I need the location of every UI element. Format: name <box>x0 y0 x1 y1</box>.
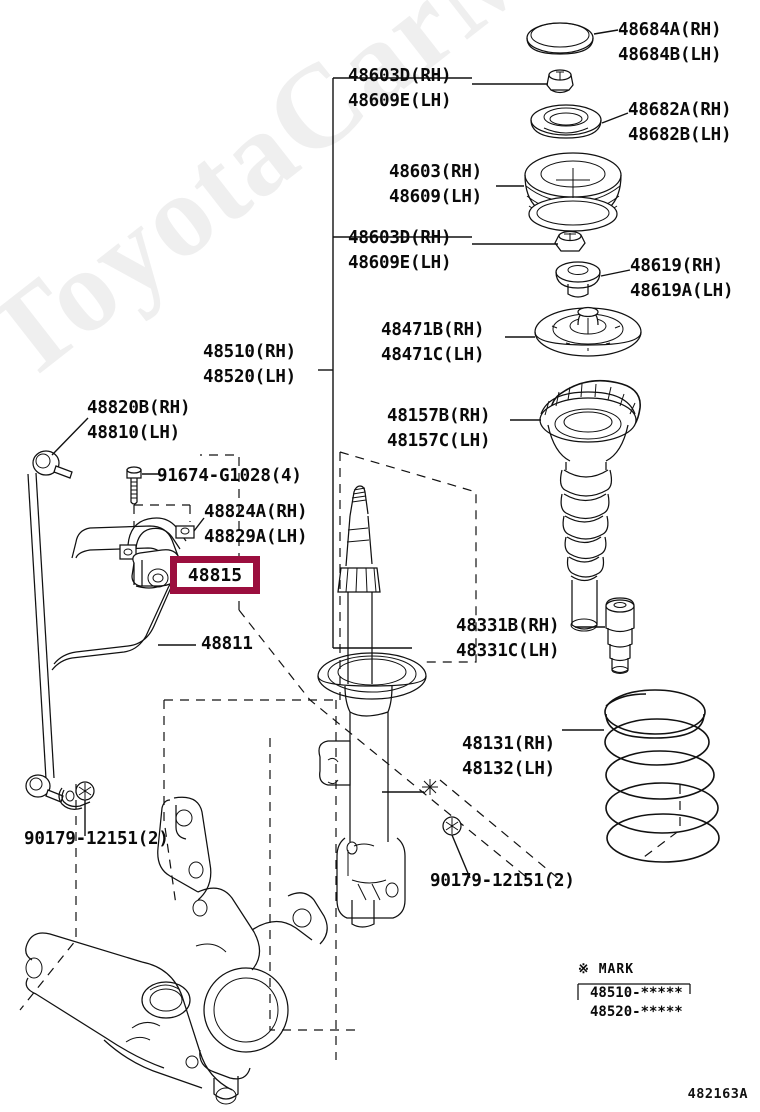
mark-legend-bracket <box>577 983 691 1000</box>
part-48603-upper-support <box>496 152 622 232</box>
part-90179-nut-left <box>75 781 95 836</box>
mark-legend-row: 48520-***** <box>590 1004 683 1020</box>
label-48682: 48682A(RH) 48682B(LH) <box>628 100 732 145</box>
part-48510-strut-assembly <box>317 485 438 928</box>
mark-legend-body: 48510-***** 48520-***** <box>578 980 683 1022</box>
part-steering-knuckle <box>25 796 328 1105</box>
label-48603d-top: 48603D(RH) 48609E(LH) <box>348 66 452 111</box>
label-48820: 48820B(RH) 48810(LH) <box>87 398 191 443</box>
label-48471: 48471B(RH) 48471C(LH) <box>381 320 485 365</box>
highlight-label: 48815 <box>187 564 243 586</box>
label-48824: 48824A(RH) 48829A(LH) <box>204 502 308 547</box>
label-48603: 48603(RH) 48609(LH) <box>389 162 483 207</box>
part-48619-bushing <box>555 261 631 298</box>
part-48820-stabilizer-link <box>25 417 89 803</box>
label-48331: 48331B(RH) 48331C(LH) <box>456 616 560 661</box>
label-48811: 48811 <box>201 634 253 654</box>
label-48619: 48619(RH) 48619A(LH) <box>630 256 734 301</box>
part-48603d-bottom-nut <box>472 230 586 252</box>
label-91674: 91674-G1028(4) <box>157 466 302 486</box>
mark-legend-row: 48510-***** <box>590 985 683 1001</box>
label-48603d-bottom: 48603D(RH) 48609E(LH) <box>348 228 452 273</box>
highlighted-part-48815[interactable]: 48815 <box>170 556 260 594</box>
label-48510: 48510(RH) 48520(LH) <box>203 342 297 387</box>
part-48331-bump-stop <box>575 597 635 674</box>
label-48157: 48157B(RH) 48157C(LH) <box>387 406 491 451</box>
label-48131: 48131(RH) 48132(LH) <box>462 734 556 779</box>
part-48684-cap <box>526 22 619 55</box>
part-48682-support <box>530 104 629 139</box>
label-48684: 48684A(RH) 48684B(LH) <box>618 20 722 65</box>
part-91674-bolt <box>126 466 160 505</box>
diagram-reference-number: 482163A <box>687 1086 748 1102</box>
label-90179-right: 90179-12151(2) <box>430 871 575 891</box>
part-48824-bushing-bracket <box>119 504 205 560</box>
part-48471-bearing <box>505 306 642 357</box>
part-48815-bushing <box>131 549 196 589</box>
label-90179-left: 90179-12151(2) <box>24 829 169 849</box>
part-48603d-top-nut <box>472 69 574 94</box>
part-90179-nut-right <box>442 816 471 879</box>
dashed-group-strut <box>339 451 477 663</box>
mark-legend: ※ MARK 48510-***** 48520-***** <box>578 962 683 1022</box>
part-48131-coil-spring <box>562 689 720 863</box>
mark-legend-title: ※ MARK <box>578 962 635 977</box>
part-48157-dust-boot <box>510 379 641 632</box>
